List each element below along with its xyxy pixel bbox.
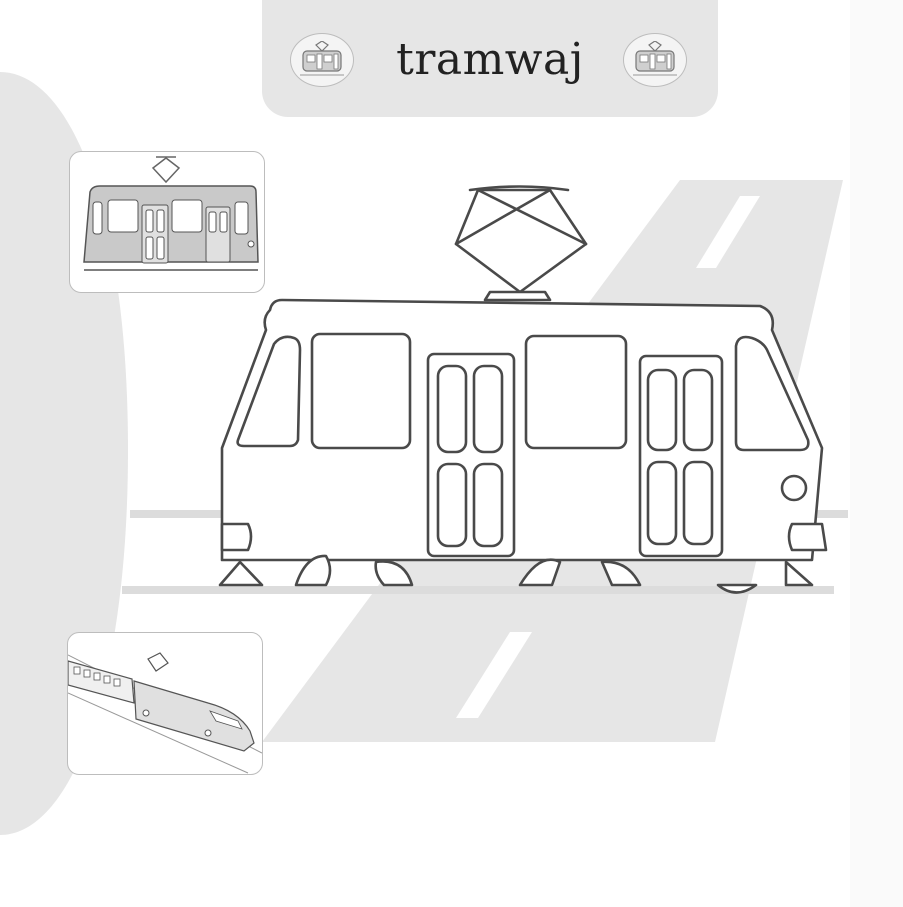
right-edge-strip (850, 0, 903, 907)
right-bumper (787, 522, 828, 552)
window-front-left (236, 335, 302, 448)
window-1 (310, 332, 412, 450)
window-front-right (734, 335, 810, 452)
tram-thumbnail[interactable] (69, 151, 265, 293)
rail-lower (122, 586, 834, 594)
high-speed-train-icon (68, 652, 262, 774)
high-speed-train-thumbnail[interactable] (67, 632, 263, 775)
road-dash-bottom (456, 632, 532, 718)
tram-icon (623, 33, 687, 87)
road-dash-top (696, 196, 760, 268)
tram-icon (83, 156, 259, 271)
headlight (780, 474, 808, 502)
page-title: tramwaj (396, 34, 584, 85)
tram-icon (290, 33, 354, 87)
left-bumper (220, 522, 253, 552)
title-tab: tramwaj (262, 0, 718, 117)
window-2 (524, 334, 628, 450)
pantograph (454, 188, 588, 294)
